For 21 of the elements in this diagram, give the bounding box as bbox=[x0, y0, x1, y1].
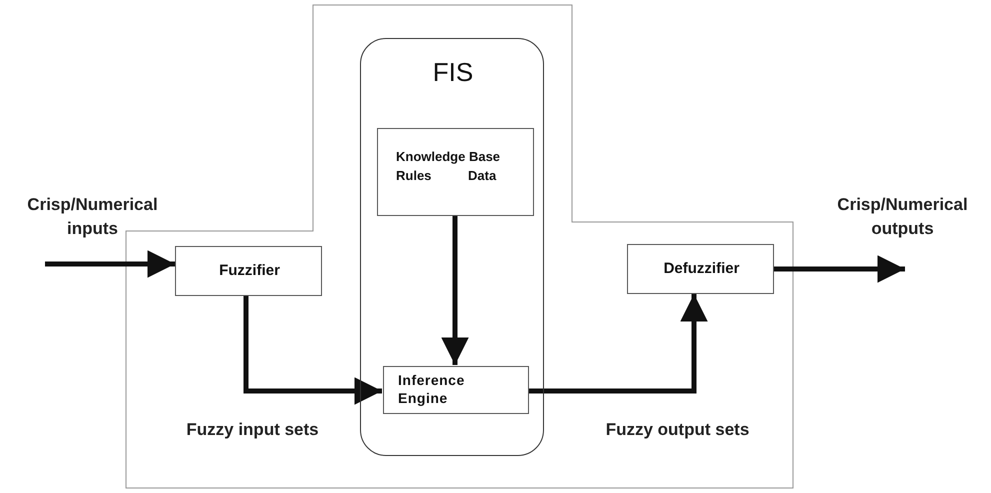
process-box bbox=[175, 246, 322, 296]
arrow bbox=[528, 294, 708, 394]
box-label: Inference Engine bbox=[398, 371, 466, 407]
arrow bbox=[244, 296, 382, 405]
box-label: Knowledge Base bbox=[396, 149, 502, 164]
process-box bbox=[377, 128, 534, 216]
process-box bbox=[627, 244, 774, 294]
rounded-container bbox=[360, 38, 544, 456]
process-box bbox=[383, 366, 529, 414]
annotation-label: Crisp/Numerical outputs bbox=[836, 194, 969, 240]
annotation-label: Crisp/Numerical inputs bbox=[26, 194, 159, 240]
annotation-label: Fuzzy output sets bbox=[604, 419, 750, 441]
arrow bbox=[441, 215, 469, 365]
arrow bbox=[45, 250, 175, 278]
container-title: FIS bbox=[432, 57, 474, 88]
box-label: Fuzzifier bbox=[218, 262, 281, 279]
box-label: Defuzzifier bbox=[662, 260, 740, 277]
box-label: Rules bbox=[396, 168, 432, 183]
annotation-label: Fuzzy input sets bbox=[185, 419, 320, 441]
box-label: Data bbox=[468, 168, 498, 183]
arrow bbox=[774, 255, 905, 283]
